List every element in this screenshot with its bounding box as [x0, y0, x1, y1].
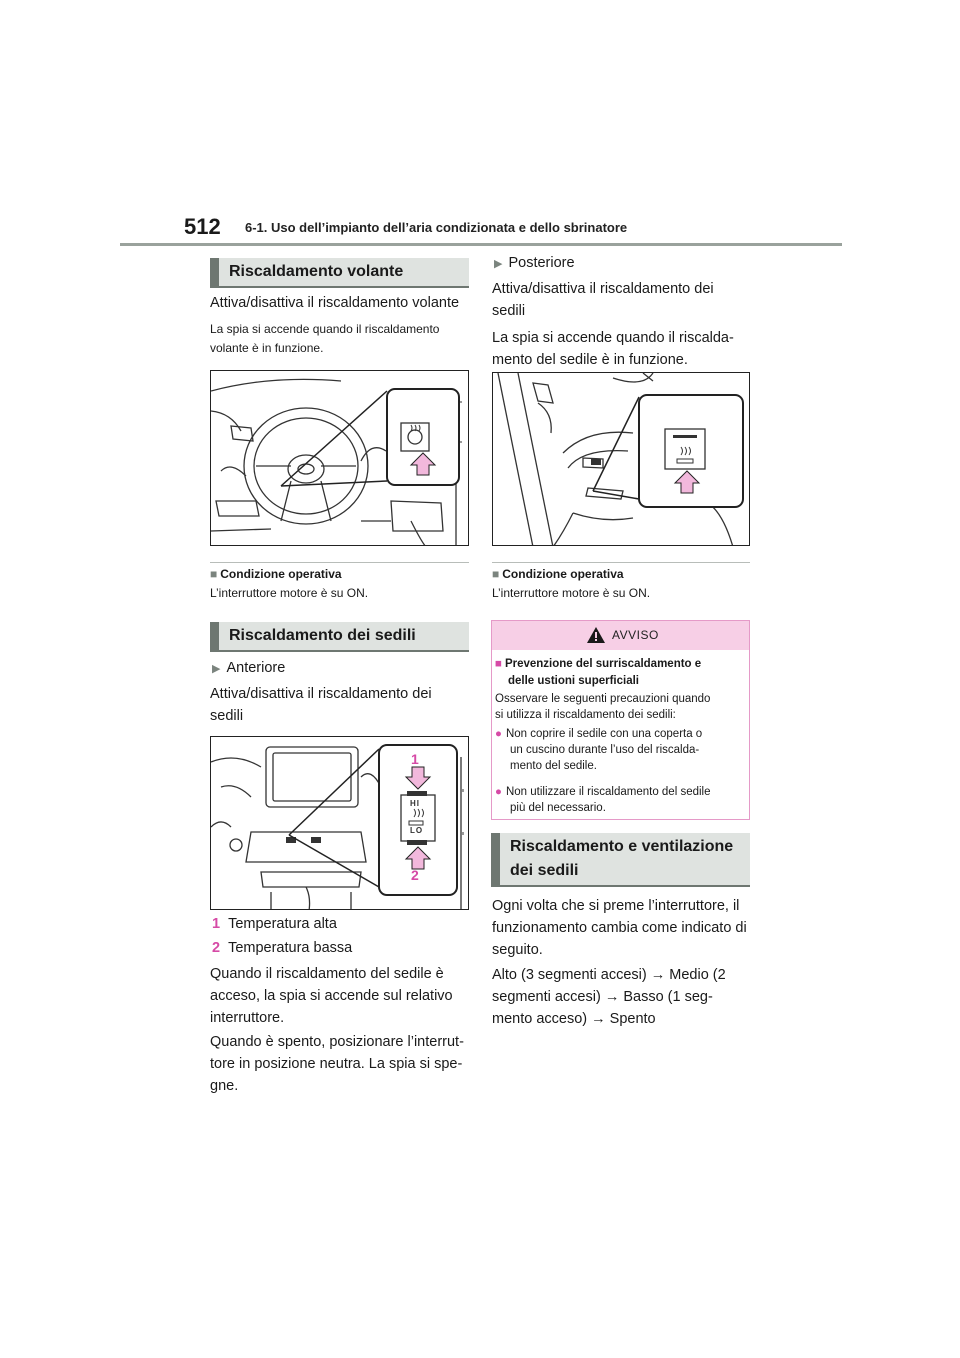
- warning-text: Osservare le seguenti precauzioni quando: [495, 693, 711, 705]
- body-text: acceso, la spia si accende sul relativo: [210, 988, 453, 1004]
- section-heading-heat-ventilation: Riscaldamento e ventilazione dei sedili: [491, 833, 750, 887]
- warning-subheading: ■Prevenzione del surriscaldamento e: [495, 658, 702, 670]
- figure-rear-seat-switch: [492, 372, 750, 546]
- body-text: Alto (3 segmenti accesi) → Medio (2: [492, 967, 726, 983]
- body-text: Ogni volta che si preme l’interruttore, …: [492, 898, 740, 914]
- square-bullet-icon: ■: [492, 567, 500, 581]
- condition-text: L’interruttore motore è su ON.: [492, 586, 651, 600]
- warning-header: AVVISO: [492, 621, 749, 650]
- hi-label: HI: [410, 799, 420, 808]
- lo-label: LO: [410, 826, 424, 835]
- divider: [492, 562, 750, 563]
- square-bullet-icon: ■: [495, 658, 502, 670]
- figure-steering-wheel: [210, 370, 469, 546]
- dot-bullet-icon: ●: [495, 728, 502, 740]
- warning-triangle-icon: [587, 627, 605, 643]
- body-text: Attiva/disattiva il riscaldamento dei: [210, 686, 432, 702]
- body-text: tore in posizione neutra. La spia si spe…: [210, 1056, 463, 1072]
- body-text: interruttore.: [210, 1010, 285, 1026]
- section-heading-text: Riscaldamento e ventilazione: [510, 838, 734, 855]
- warning-text: mento del sedile.: [510, 760, 597, 772]
- condition-heading: ■Condizione operativa: [492, 567, 624, 581]
- note-text: La spia si accende quando il riscaldamen…: [210, 322, 440, 336]
- warning-bullet: ●Non coprire il sedile con una coperta o: [495, 728, 703, 740]
- body-text: sedili: [492, 303, 526, 319]
- header-divider: [120, 243, 842, 246]
- square-bullet-icon: ■: [210, 567, 218, 581]
- warning-text: un cuscino durante l’uso del riscalda-: [510, 744, 700, 756]
- rear-seat-switch-illustration: [497, 373, 744, 545]
- body-text: gne.: [210, 1078, 239, 1094]
- warning-text: più del necessario.: [510, 802, 606, 814]
- body-text: Quando il riscaldamento del sedile è: [210, 966, 444, 982]
- body-text: Attiva/disattiva il riscaldamento dei: [492, 281, 714, 297]
- body-text: Quando è spento, posizionare l’interrut-: [210, 1034, 464, 1050]
- item-number: 2: [212, 940, 221, 956]
- dot-bullet-icon: ●: [495, 786, 502, 798]
- warning-text: si utilizza il riscaldamento dei sedili:: [495, 709, 676, 721]
- triangle-bullet-icon: ▶: [212, 663, 221, 675]
- body-text: sedili: [210, 708, 244, 724]
- section-heading-text: Riscaldamento volante: [229, 263, 404, 280]
- warning-subheading: delle ustioni superficiali: [508, 675, 640, 687]
- condition-heading: ■Condizione operativa: [210, 567, 342, 581]
- item-number: 1: [212, 916, 221, 932]
- callout-number: 1: [411, 751, 419, 767]
- sub-heading-front: ▶Anteriore: [212, 660, 286, 676]
- divider: [210, 562, 469, 563]
- chapter-title: 6-1. Uso dell’impianto dell’aria condizi…: [245, 220, 628, 235]
- page-number: 512: [184, 214, 221, 239]
- warning-title: AVVISO: [612, 628, 659, 642]
- front-seat-switch-illustration: [211, 744, 464, 909]
- section-heading-text: Riscaldamento dei sedili: [229, 627, 416, 644]
- note-text: volante è in funzione.: [210, 341, 324, 355]
- body-text: mento acceso) → Spento: [492, 1011, 656, 1027]
- section-heading-seat-heater: Riscaldamento dei sedili: [210, 622, 469, 652]
- triangle-bullet-icon: ▶: [494, 258, 503, 270]
- steering-wheel-illustration: [211, 378, 462, 545]
- sub-heading-rear: ▶Posteriore: [494, 255, 575, 271]
- body-text: Attiva/disattiva il riscaldamento volant…: [210, 295, 460, 311]
- condition-text: L’interruttore motore è su ON.: [210, 586, 369, 600]
- callout-number: 2: [411, 867, 419, 883]
- section-heading-steering-heater: Riscaldamento volante: [210, 258, 469, 288]
- body-text: La spia si accende quando il riscalda-: [492, 330, 734, 346]
- body-text: seguito.: [492, 942, 543, 958]
- section-heading-text: dei sedili: [510, 862, 579, 879]
- warning-box: AVVISO ■Prevenzione del surriscaldamento…: [491, 620, 750, 820]
- body-text: mento del sedile è in funzione.: [492, 352, 688, 368]
- body-text: funzionamento cambia come indicato di: [492, 920, 747, 936]
- warning-bullet: ●Non utilizzare il riscaldamento del sed…: [495, 786, 711, 798]
- body-text: segmenti accesi) → Basso (1 seg-: [492, 989, 713, 1005]
- figure-front-seat-switch: 1 2 HI LO: [210, 736, 469, 910]
